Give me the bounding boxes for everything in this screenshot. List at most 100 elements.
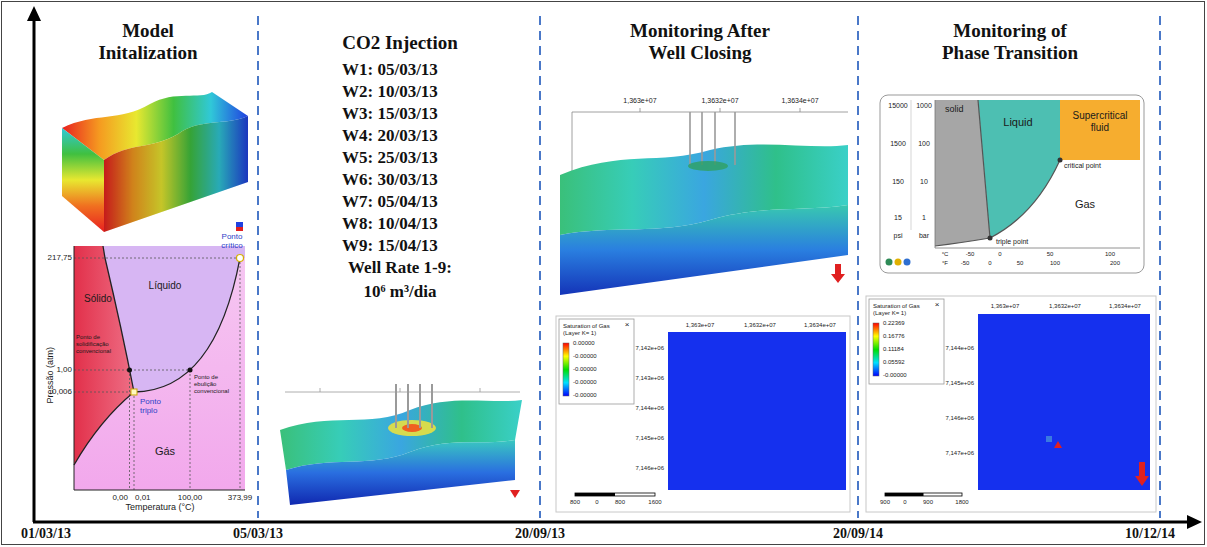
well-schedule: W5: 25/03/13 [342,148,438,168]
temperature-axis [74,490,245,491]
map-label: 800 [570,499,580,506]
phase-divider [1159,16,1161,518]
well-line [714,112,716,165]
phase-chart-label: Liquid [1003,116,1032,129]
phase-chart-label: °F [942,260,948,267]
map-label: 0.00000 [573,340,595,347]
plume-spot [688,161,728,171]
phase-diagram-water [74,246,245,490]
map-label: 0.16776 [883,333,905,340]
map-label: 0.05592 [883,359,905,366]
well-schedule: W7: 05/04/13 [342,192,438,212]
well-rate: Well Rate 1-9: [348,258,452,278]
well-schedule: W4: 20/03/13 [342,126,438,146]
timeline-date: 05/03/13 [233,526,283,542]
map-label: 1,363e+07 [991,303,1020,310]
legend-box [559,319,634,404]
phase-chart-label: 15 [894,214,902,222]
time-axis-y [33,20,36,522]
map-label: -0.00000 [573,366,597,373]
map-label: 7,145e+06 [945,380,974,387]
map-label: 0 [903,499,906,506]
phase-chart-label: psi [894,232,903,240]
phase-diagram-label: 0,00 [112,493,128,502]
map-label: -0.00000 [883,372,907,379]
phase-chart-label: 100 [1105,251,1115,258]
scale-bar-fill [575,493,615,496]
phase-diagram-label: Gás [155,445,175,458]
guide-line [134,392,135,490]
map-label: Saturation of Gas (Layer K= 1) [873,303,931,317]
map-label: 1,3634e+07 [1109,303,1141,310]
logo-dot [886,259,893,266]
guide-line [240,258,241,490]
map-label: 7,143e+06 [635,375,664,382]
melting-curve [978,100,990,238]
phase-chart-label: 1000 [916,102,932,110]
frame-tick [320,388,321,392]
frame-tick [720,108,721,112]
sublimation-curve [74,392,134,465]
triple-point [131,389,137,395]
orientation-marker [236,227,243,231]
model-coordinate: 1,3634e+07 [781,97,818,105]
map-label: 1,3634e+07 [804,322,836,329]
well-schedule: W1: 05/03/13 [342,60,438,80]
well-line [395,384,397,428]
reservoir-model [280,384,522,505]
phase-heading: Model Initalization [78,14,218,64]
well-line [701,112,703,165]
phase-chart-label: solid [945,104,964,114]
phase-chart-label: Supercritical fluid [1065,110,1135,133]
phase-heading: Monitoring of Phase Transition [928,14,1093,64]
gas-saturation-map [556,316,850,512]
orientation-marker [1135,462,1149,486]
frame-tick [480,388,481,392]
gas-cell [1046,436,1052,442]
vaporization-curve [990,160,1060,238]
gas-saturation-map [866,296,1156,512]
point-dot [127,368,132,373]
phase-diagram-label: Temperatura (°C) [125,502,194,512]
well-line [419,384,421,428]
phase-chart-label: critical point [1064,162,1101,170]
phase-chart-label: 150 [892,178,904,186]
critical-point [1058,158,1063,163]
map-label: -0.00000 [573,392,597,399]
phase-chart-label: 200 [1110,260,1120,267]
timeline-phase: Monitoring After Well Closing [544,14,856,512]
timeline-phase: CO2 Injection [262,14,538,512]
color-bar [563,343,569,396]
well-schedule: W8: 10/04/13 [342,214,438,234]
map-label: 7,142e+06 [635,345,664,352]
model-left-face [62,128,104,232]
map-label: 7,146e+06 [635,465,664,472]
supercritical-region [1060,100,1140,160]
phase-chart-label: 1500 [890,140,906,148]
critical-point [237,255,244,262]
well-schedule: W2: 10/03/13 [342,82,438,102]
map-area [978,314,1150,490]
phase-divider [539,16,541,518]
chart-axis [935,100,936,248]
sublimation-curve [935,238,990,246]
gas-region [74,246,245,490]
map-panel [866,296,1156,512]
scale-bar [885,493,962,496]
phase-chart-label: 100 [918,140,930,148]
guide-line [74,258,240,259]
phase-diagram-label: Sólido [84,293,112,305]
well-schedule: W9: 15/04/13 [342,236,438,256]
orientation-marker [831,264,845,283]
timeline-date: 10/12/14 [1125,526,1175,542]
axis-arrowhead [27,6,41,21]
phase-chart-label: 10 [920,178,928,186]
model-front-face [560,205,848,295]
phase-heading: Monitoring After Well Closing [610,14,790,64]
map-label: 0 [595,499,598,506]
phase-chart-label: 15000 [888,102,907,110]
frame-tick [800,108,801,112]
orientation-marker [236,222,243,227]
map-label: × [935,300,940,309]
